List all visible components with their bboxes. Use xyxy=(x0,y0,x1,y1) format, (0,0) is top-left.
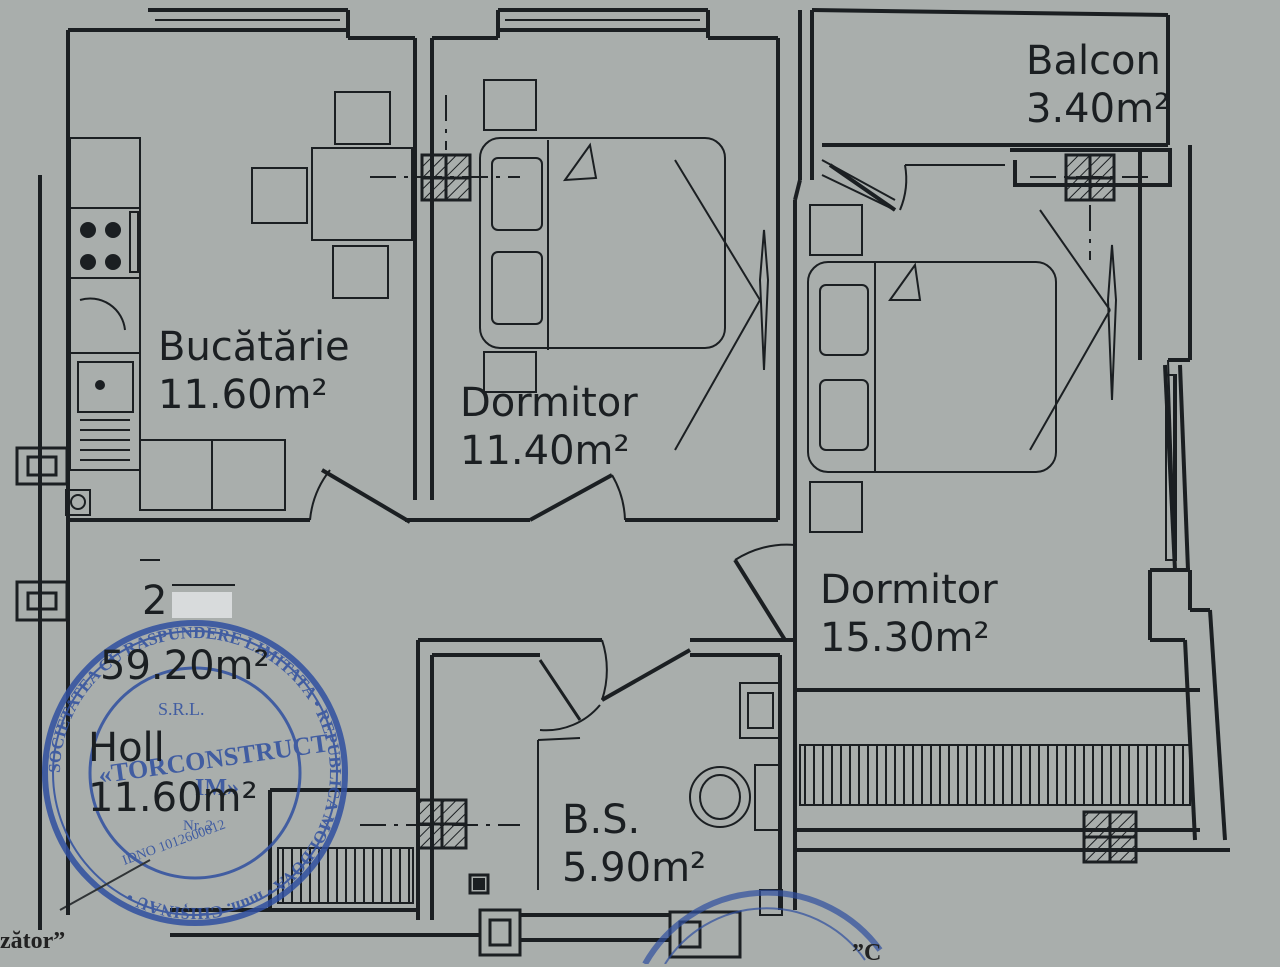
kitchen-name: Bucătărie xyxy=(158,324,350,370)
partial-stamp xyxy=(642,889,883,964)
apartment-total-area: 59.20m² xyxy=(100,643,270,689)
bathroom-area: 5.90m² xyxy=(562,845,707,891)
bedroom-2-name: Dormitor xyxy=(820,567,998,613)
kitchen-area: 11.60m² xyxy=(158,372,328,418)
stamp-company: S.R.L. xyxy=(158,699,205,719)
bedroom-1-area: 11.40m² xyxy=(460,428,630,474)
margin-text-right: ”С xyxy=(852,940,882,966)
stamp-suffix: IM» xyxy=(195,775,239,801)
apartment-rooms-count: 2 xyxy=(142,578,168,624)
railings xyxy=(277,374,1191,904)
kitchen-furniture xyxy=(65,91,413,516)
wall-boxes xyxy=(15,446,742,959)
axis-lines xyxy=(360,95,1150,826)
doors xyxy=(309,163,908,732)
margin-text-left: zător” xyxy=(0,928,66,954)
bedroom-2-furniture xyxy=(807,204,1118,533)
bedroom-1-furniture xyxy=(479,79,770,451)
bathroom-fixtures xyxy=(468,682,783,916)
redacted-mark xyxy=(172,592,232,618)
bedroom-1-name: Dormitor xyxy=(460,380,638,426)
hall-name: Holl xyxy=(88,725,165,771)
outer-walls xyxy=(38,8,1230,942)
balcony-name: Balcon xyxy=(1026,38,1161,84)
bathroom-name: B.S. xyxy=(562,797,641,843)
balcony-area: 3.40m² xyxy=(1026,86,1171,132)
stamp-number: Nr. 2 xyxy=(183,818,213,834)
hall-area: 11.60m² xyxy=(88,775,258,821)
bedroom-2-area: 15.30m² xyxy=(820,615,990,661)
